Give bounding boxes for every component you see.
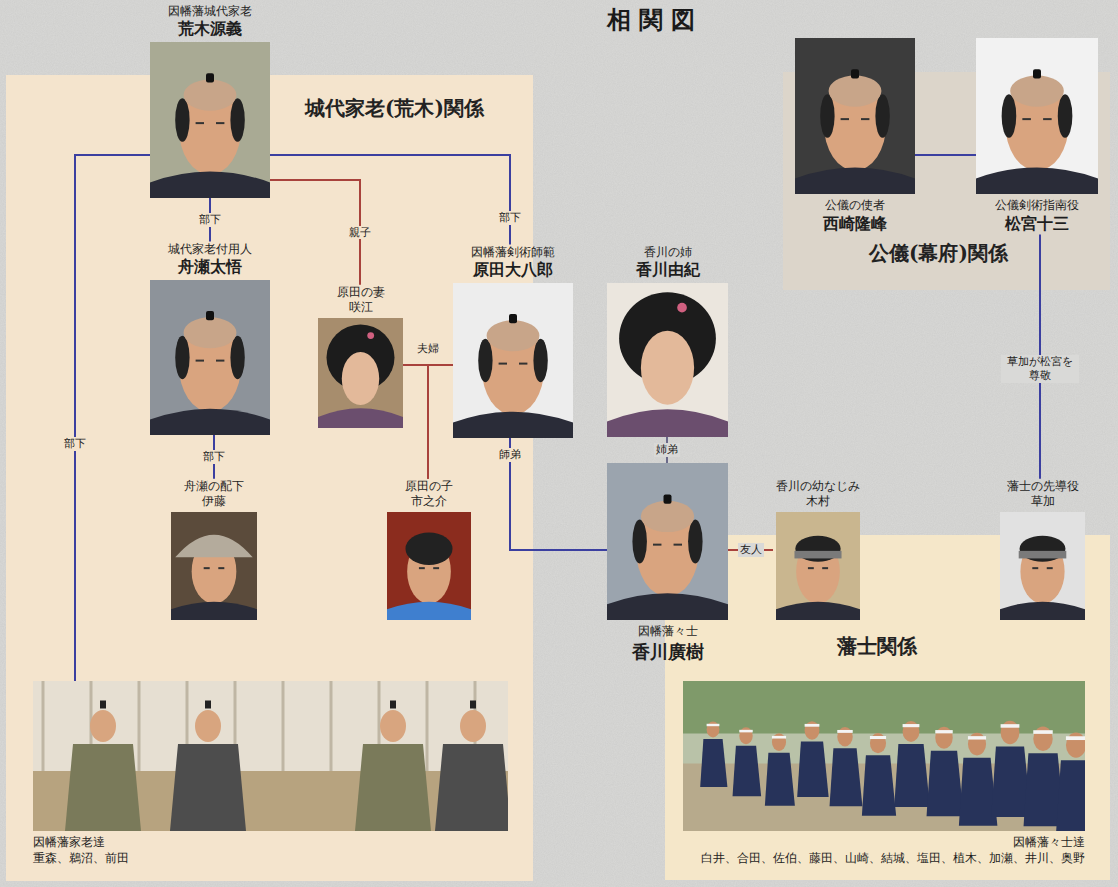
portrait-photo xyxy=(150,42,270,198)
region-title: 藩士関係 xyxy=(837,633,917,660)
name-label: 咲江 xyxy=(318,300,403,316)
portrait-photo xyxy=(776,512,860,620)
relation-label: 師弟 xyxy=(497,448,523,462)
character-card: 藩士の先導役草加 xyxy=(1000,479,1085,620)
name-label: 香川廣樹 xyxy=(607,640,728,663)
character-card: 原田の妻咲江 xyxy=(318,285,403,428)
name-label: 草加 xyxy=(1000,494,1085,510)
name-label: 木村 xyxy=(773,494,863,510)
character-card: 舟瀬の配下伊藤 xyxy=(171,479,257,620)
role-label: 藩士の先導役 xyxy=(1000,479,1085,495)
character-card: 公儀の使者西崎隆峰 xyxy=(795,38,915,234)
relation-label: 部下 xyxy=(497,211,523,225)
chart-title: 相関図 xyxy=(540,4,770,36)
name-label: 香川由紀 xyxy=(607,260,728,281)
portrait-photo xyxy=(453,283,573,438)
portrait-photo xyxy=(387,512,471,620)
name-label: 舟瀬太悟 xyxy=(150,257,270,278)
relation-region: 城代家老(荒木)関係因幡藩城代家老荒木源義城代家老付用人舟瀬太悟原田の妻咲江因幡… xyxy=(6,75,533,881)
relation-label: 姉弟 xyxy=(654,443,680,457)
relation-label: 友人 xyxy=(738,543,764,557)
caption: 因幡藩城代家老荒木源義 xyxy=(150,4,270,40)
caption: 藩士の先導役草加 xyxy=(1000,479,1085,510)
character-card: 城代家老付用人舟瀬太悟 xyxy=(150,242,270,435)
character-card: 原田の子市之介 xyxy=(387,479,471,620)
relation-label: 親子 xyxy=(347,226,373,240)
name-label: 白井、合田、佐伯、藤田、山崎、結城、塩田、植木、加瀬、井川、奥野 xyxy=(683,851,1085,867)
role-label: 香川の幼なじみ xyxy=(773,479,863,495)
role-label: 因幡藩家老達 xyxy=(33,835,508,851)
caption: 舟瀬の配下伊藤 xyxy=(171,479,257,510)
portrait-photo xyxy=(683,681,1085,831)
role-label: 原田の子 xyxy=(387,479,471,495)
role-label: 因幡藩剣術師範 xyxy=(453,245,573,261)
portrait-photo xyxy=(976,38,1098,194)
caption: 香川の幼なじみ木村 xyxy=(773,479,863,510)
caption: 因幡藩家老達重森、鵜沼、前田 xyxy=(33,835,508,866)
relation-label: 夫婦 xyxy=(415,342,441,356)
character-card: 因幡藩々士達白井、合田、佐伯、藤田、山崎、結城、塩田、植木、加瀬、井川、奥野 xyxy=(683,681,1085,866)
role-label: 公儀の使者 xyxy=(795,198,915,214)
character-card: 因幡藩城代家老荒木源義 xyxy=(150,4,270,198)
portrait-photo xyxy=(150,280,270,435)
relation-label: 草加が松宮を尊敬 xyxy=(1001,355,1079,383)
relation-label: 部下 xyxy=(62,437,88,451)
character-card: 因幡藩剣術師範原田大八郎 xyxy=(453,245,573,438)
relation-region: 公儀(幕府)関係 公儀の使者西崎隆峰 公儀剣術指南役松宮十三 xyxy=(783,72,1110,290)
character-card: 香川の幼なじみ木村 xyxy=(773,479,863,620)
region-title: 城代家老(荒木)関係 xyxy=(305,95,484,122)
relation-label: 部下 xyxy=(201,450,227,464)
character-card: 公儀剣術指南役松宮十三 xyxy=(976,38,1098,234)
portrait-photo xyxy=(1000,512,1085,620)
character-card: 因幡藩々士香川廣樹 xyxy=(607,463,728,663)
portrait-photo xyxy=(607,283,728,437)
portrait-photo xyxy=(33,681,508,831)
caption: 城代家老付用人舟瀬太悟 xyxy=(150,242,270,278)
relation-label: 部下 xyxy=(197,213,223,227)
role-label: 因幡藩々士 xyxy=(607,624,728,640)
relation-region: 藩士関係香川の幼なじみ木村藩士の先導役草加因幡藩々士達白井、合田、佐伯、藤田、山… xyxy=(665,535,1110,880)
portrait-photo xyxy=(607,463,728,620)
caption: 原田の妻咲江 xyxy=(318,285,403,316)
caption: 公儀剣術指南役松宮十三 xyxy=(976,198,1098,234)
caption: 因幡藩々士達白井、合田、佐伯、藤田、山崎、結城、塩田、植木、加瀬、井川、奥野 xyxy=(683,835,1085,866)
portrait-photo xyxy=(318,318,403,428)
name-label: 伊藤 xyxy=(171,494,257,510)
character-card: 因幡藩家老達重森、鵜沼、前田 xyxy=(33,681,508,866)
region-title: 公儀(幕府)関係 xyxy=(869,240,1008,267)
character-card: 香川の姉香川由紀 xyxy=(607,245,728,437)
role-label: 因幡藩城代家老 xyxy=(150,4,270,20)
name-label: 原田大八郎 xyxy=(453,260,573,281)
name-label: 市之介 xyxy=(387,494,471,510)
role-label: 城代家老付用人 xyxy=(150,242,270,258)
role-label: 原田の妻 xyxy=(318,285,403,301)
name-label: 西崎隆峰 xyxy=(795,214,915,235)
caption: 原田の子市之介 xyxy=(387,479,471,510)
caption: 因幡藩々士香川廣樹 xyxy=(607,624,728,663)
name-label: 荒木源義 xyxy=(150,19,270,40)
caption: 因幡藩剣術師範原田大八郎 xyxy=(453,245,573,281)
role-label: 舟瀬の配下 xyxy=(171,479,257,495)
role-label: 因幡藩々士達 xyxy=(683,835,1085,851)
name-label: 重森、鵜沼、前田 xyxy=(33,851,508,867)
caption: 香川の姉香川由紀 xyxy=(607,245,728,281)
portrait-photo xyxy=(171,512,257,620)
caption: 公儀の使者西崎隆峰 xyxy=(795,198,915,234)
role-label: 香川の姉 xyxy=(607,245,728,261)
portrait-photo xyxy=(795,38,915,194)
name-label: 松宮十三 xyxy=(976,214,1098,235)
role-label: 公儀剣術指南役 xyxy=(976,198,1098,214)
